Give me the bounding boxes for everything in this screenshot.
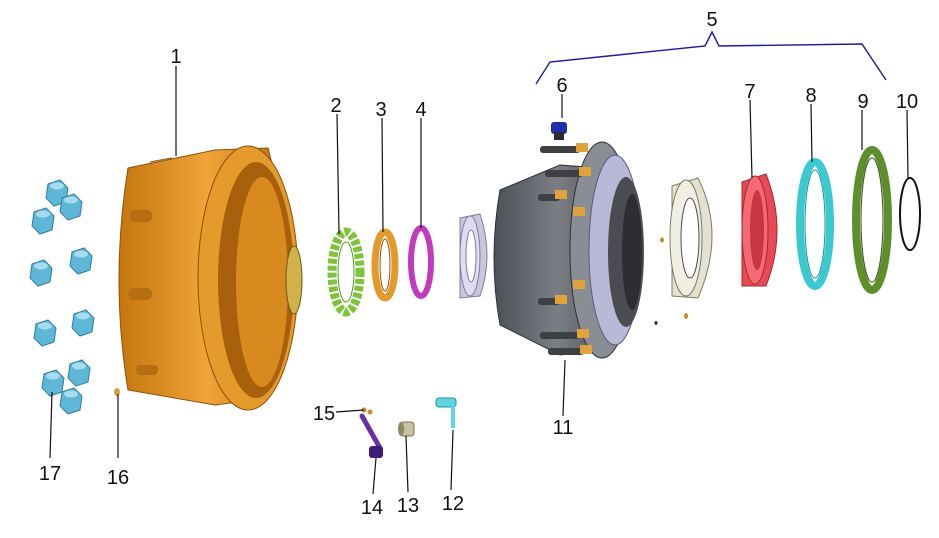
breather-cap xyxy=(551,122,567,140)
callout-15: 15 xyxy=(313,403,335,425)
toothed-lock-washer xyxy=(327,227,365,317)
wheel-nuts xyxy=(29,179,95,415)
outer-bearing xyxy=(459,213,488,299)
nut xyxy=(41,369,65,397)
callout-11: 11 xyxy=(553,417,574,439)
callout-6: 6 xyxy=(556,75,567,97)
callout-14: 14 xyxy=(361,497,383,519)
seal-ring-green xyxy=(852,146,892,294)
nut xyxy=(33,319,57,347)
callout-7: 7 xyxy=(744,81,755,103)
callout-10: 10 xyxy=(896,91,918,113)
brake-drum xyxy=(114,145,303,411)
nut xyxy=(71,309,95,337)
callout-13: 13 xyxy=(397,495,419,517)
adjusting-nut-ring xyxy=(371,228,399,302)
callout-8: 8 xyxy=(805,85,816,107)
o-ring xyxy=(899,177,921,251)
bushing xyxy=(398,421,415,437)
assembly-bracket xyxy=(535,30,887,85)
callout-2: 2 xyxy=(330,95,341,117)
nut xyxy=(29,259,53,287)
nut xyxy=(31,207,55,235)
grease-nipple xyxy=(435,397,457,428)
nut xyxy=(59,387,83,415)
thrust-washer xyxy=(408,225,434,299)
wheel-hub xyxy=(493,141,644,359)
callout-1: 1 xyxy=(170,46,181,68)
adjusting-lever xyxy=(359,407,383,458)
hub-studs xyxy=(538,143,592,355)
callout-12: 12 xyxy=(442,493,464,515)
callout-labels: 1 2 3 4 5 6 7 8 9 10 11 12 13 14 15 16 1… xyxy=(39,9,918,519)
leader-lines xyxy=(49,66,909,495)
inner-bearing xyxy=(654,177,713,325)
callout-16: 16 xyxy=(107,467,129,489)
callout-9: 9 xyxy=(857,91,868,113)
oil-seal-red xyxy=(741,173,778,287)
callout-5: 5 xyxy=(706,9,717,31)
callout-3: 3 xyxy=(375,99,386,121)
nut xyxy=(67,359,91,387)
callout-17: 17 xyxy=(39,463,61,485)
nut xyxy=(59,193,83,221)
callout-4: 4 xyxy=(415,99,426,121)
nut xyxy=(69,247,93,275)
seal-ring-cyan xyxy=(796,158,834,290)
